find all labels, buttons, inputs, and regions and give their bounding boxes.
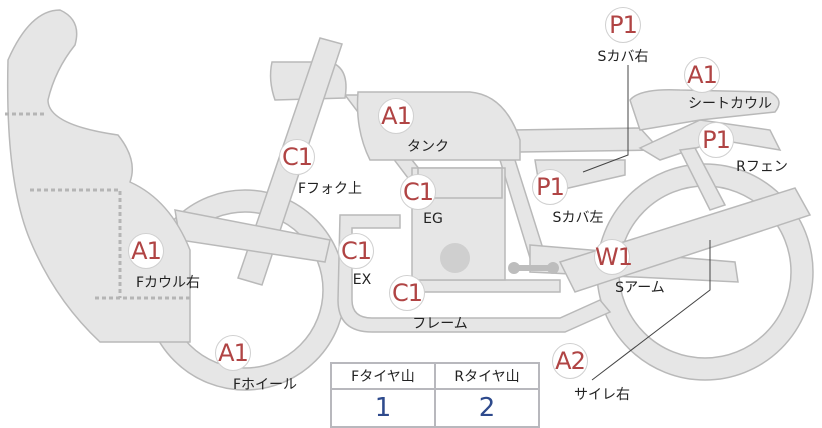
- part-label: フレーム: [412, 316, 468, 332]
- condition-marker: P1: [698, 122, 734, 158]
- condition-marker: P1: [532, 169, 568, 205]
- part-label: Fフォク上: [297, 181, 363, 197]
- part-label: シートカウル: [688, 96, 772, 112]
- tire-tread-table: Fタイヤ山 Rタイヤ山 1 2: [330, 362, 540, 428]
- condition-marker: C1: [279, 139, 315, 175]
- part-label: Fカウル右: [135, 275, 201, 291]
- condition-marker: C1: [400, 174, 436, 210]
- condition-marker: A1: [378, 98, 414, 134]
- part-label: Sアーム: [615, 280, 665, 296]
- front-tire-header: Fタイヤ山: [330, 362, 436, 390]
- part-label: タンク: [407, 139, 449, 155]
- rear-tire-value: 2: [434, 388, 540, 428]
- part-label: Sカバ右: [597, 49, 649, 65]
- front-tire-value: 1: [330, 388, 436, 428]
- part-label: EX: [352, 272, 372, 288]
- part-label: Sカバ左: [552, 210, 604, 226]
- condition-marker: C1: [389, 275, 425, 311]
- front-cowl: [6, 9, 191, 343]
- condition-marker: W1: [594, 239, 633, 275]
- seat: [510, 127, 662, 153]
- part-label: Rフェン: [736, 159, 788, 175]
- condition-marker: A1: [684, 57, 720, 93]
- condition-marker: C1: [338, 233, 374, 269]
- part-label: EG: [423, 211, 443, 227]
- tail-cowl: [629, 88, 780, 131]
- part-label: Fホイール: [232, 377, 298, 393]
- condition-marker: A1: [128, 233, 164, 269]
- part-label: サイレ右: [574, 387, 630, 403]
- frame: [337, 214, 612, 333]
- rear-tire-header: Rタイヤ山: [434, 362, 540, 390]
- condition-marker: A2: [552, 343, 588, 379]
- condition-marker: A1: [215, 335, 251, 371]
- condition-marker: P1: [605, 7, 641, 43]
